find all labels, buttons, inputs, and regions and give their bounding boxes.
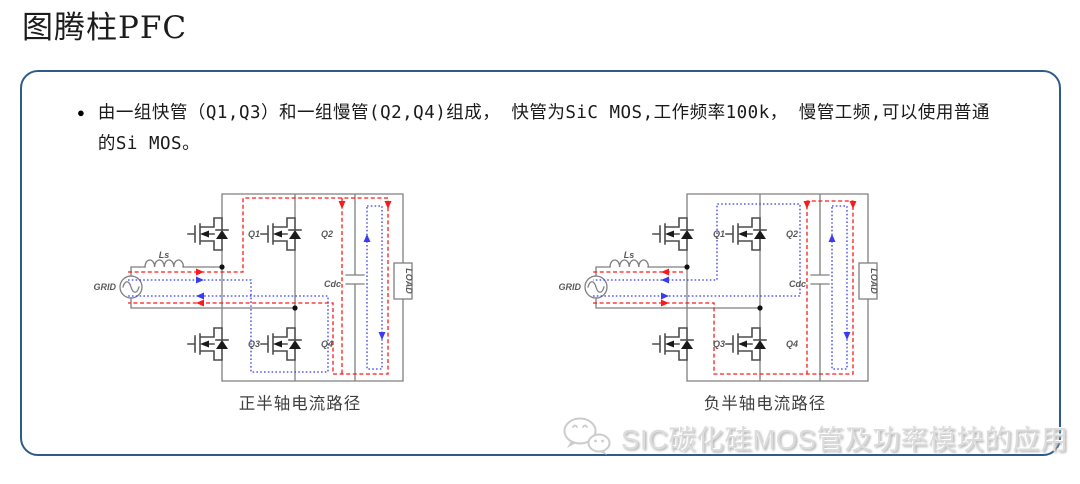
node-a [684,264,690,270]
q1-label: Q1 [248,229,260,239]
bullet-item: ● 由一组快管（Q1,Q3）和一组慢管(Q2,Q4)组成， 快管为SiC MOS… [77,98,1017,160]
content-panel: ● 由一组快管（Q1,Q3）和一组慢管(Q2,Q4)组成， 快管为SiC MOS… [20,70,1068,456]
ls-inductor [609,259,650,268]
caption-positive-half: 正半轴电流路径 [238,395,362,413]
arrow-left-icon [661,276,669,284]
circuit-diagram-negative: GRID Ls Cdc LOAD Q1 Q2 Q3 Q4 [559,193,879,382]
node-b [757,305,763,311]
watermark-text: SIC碳化硅MOS管及功率模块的应用 [621,424,1069,455]
sine-icon [122,281,140,293]
arrow-down-icon [378,332,386,340]
load-box [858,262,878,300]
mosfet-q2 [725,217,767,251]
watermark: SIC碳化硅MOS管及功率模块的应用 [559,416,1068,458]
arrow-down-icon [803,201,811,209]
ls-inductor [144,259,185,268]
blue-current-path [128,205,386,373]
bullet-text: 由一组快管（Q1,Q3）和一组慢管(Q2,Q4)组成， 快管为SiC MOS,工… [97,103,990,154]
circuit-diagram-positive: GRID Ls Cdc LOAD Q1 Q2 Q3 Q4 [94,193,414,382]
circuit-wires [584,193,878,382]
arrow-left-icon [196,292,204,300]
mosfet-q3 [187,327,229,361]
arrow-up-icon [828,234,836,242]
bullet-marker-icon: ● [77,105,85,120]
load-box [393,262,413,300]
q4-label: Q4 [786,339,798,349]
blue-current-path [593,203,851,370]
arrow-down-icon [384,201,392,209]
arrow-right-icon [661,299,669,307]
red-current-path [593,200,857,375]
ls-label: Ls [159,250,170,260]
node-a [219,264,225,270]
mosfet-q3 [652,327,694,361]
arrow-right-icon [196,276,204,284]
q2-label: Q2 [321,229,333,239]
mosfet-q2 [260,217,302,251]
arrow-right-icon [661,292,669,300]
arrow-down-icon [849,201,857,209]
grid-source [584,275,608,299]
page-title: 图腾柱PFC [22,10,188,46]
q1-label: Q1 [713,229,725,239]
mosfet-q4 [260,327,302,361]
arrow-down-icon [338,201,346,209]
q3-label: Q3 [248,339,260,349]
sine-icon [587,281,605,293]
arrow-left-icon [196,299,204,307]
figure-positive-half: GRID Ls Cdc LOAD Q1 Q2 Q3 Q4 正半轴电流路径 [65,184,535,414]
arrow-down-icon [843,332,851,340]
arrow-up-icon [363,234,371,242]
load-label: LOAD [869,268,879,294]
mosfet-q4 [725,327,767,361]
cdc-label: Cdc [789,279,806,289]
wechat-icon [563,417,611,455]
q4-label: Q4 [321,339,333,349]
mosfet-q1 [187,217,229,251]
figure-negative-half: GRID Ls Cdc LOAD Q1 Q2 Q3 Q4 负半轴电流路径 [530,184,1000,414]
load-label: LOAD [404,268,414,294]
cdc-label: Cdc [324,279,341,289]
arrow-left-icon [661,268,669,276]
q3-label: Q3 [713,339,725,349]
arrow-right-icon [196,268,204,276]
grid-label: GRID [559,282,582,292]
node-b [292,305,298,311]
grid-source [119,275,143,299]
grid-label: GRID [94,282,117,292]
caption-negative-half: 负半轴电流路径 [703,395,827,413]
mosfet-q1 [652,217,694,251]
red-current-path [128,197,392,375]
ls-label: Ls [624,250,635,260]
circuit-wires [119,193,413,382]
q2-label: Q2 [786,229,798,239]
